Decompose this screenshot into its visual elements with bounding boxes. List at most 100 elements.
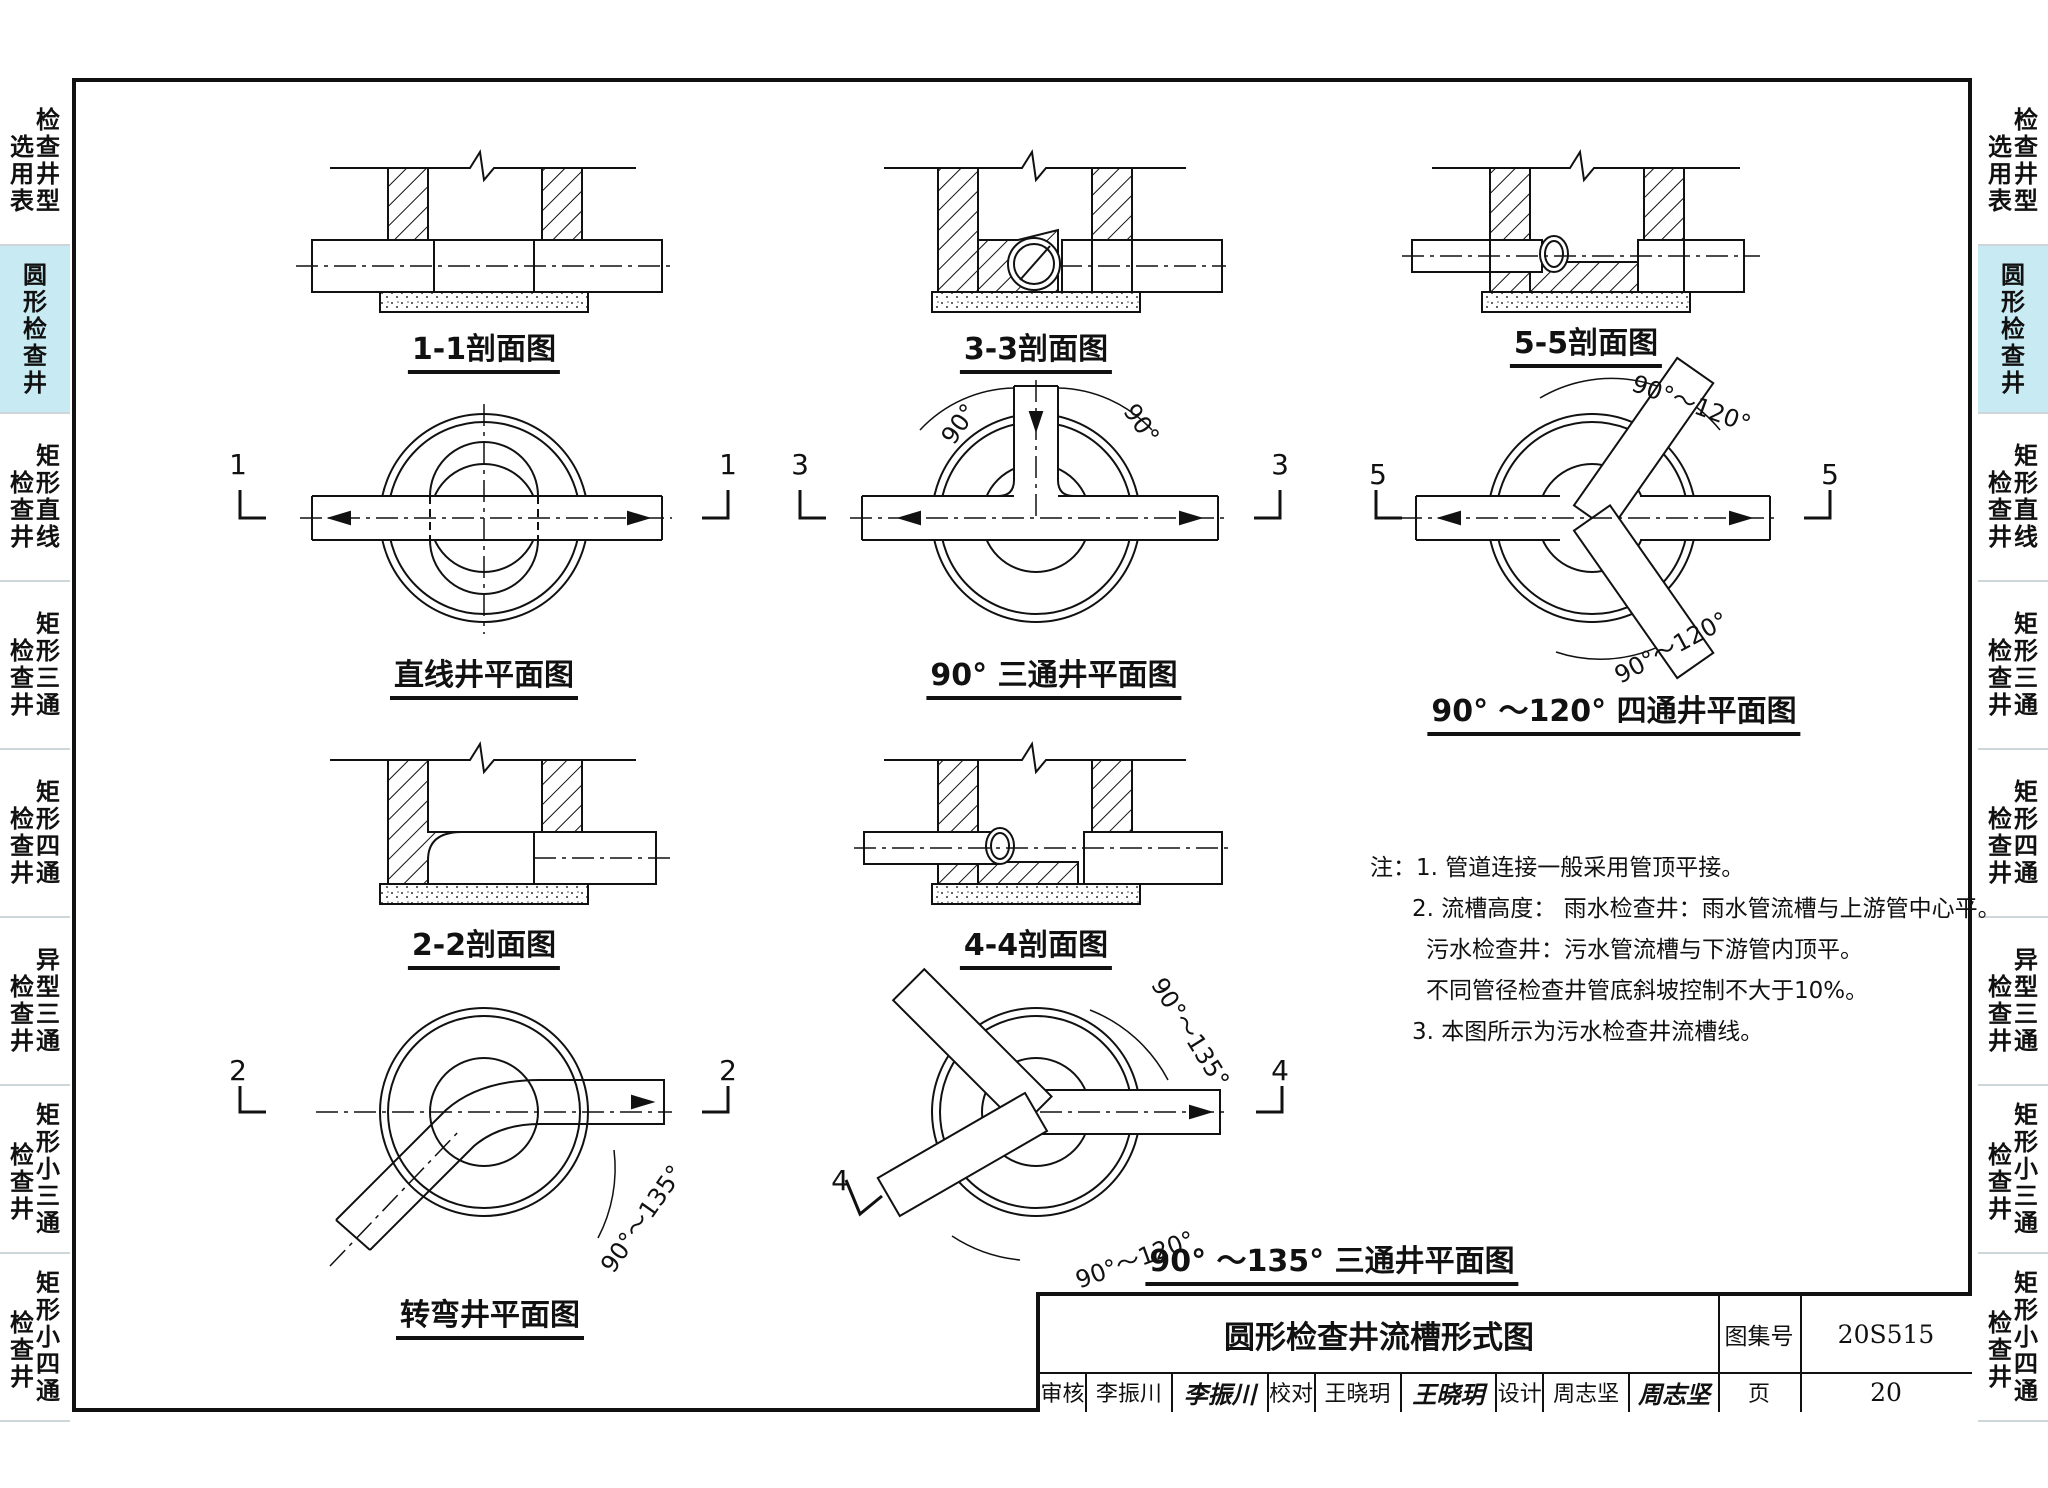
side-tab-prefix: 检查井 — [10, 636, 34, 719]
side-tab-label: 矩形小四通 — [2014, 1268, 2038, 1405]
cut-mark-4-left: 4 — [831, 1164, 849, 1197]
side-tab-1[interactable]: 选用表检查井型 — [1978, 78, 2048, 246]
side-tab-4[interactable]: 检查井矩形三通 — [1978, 582, 2048, 750]
side-tab-prefix: 检查井 — [10, 972, 34, 1055]
checker-name: 王晓玥 — [1316, 1372, 1402, 1412]
side-tab-prefix: 检查井 — [1988, 972, 2012, 1055]
side-tab-prefix: 检查井 — [1988, 1140, 2012, 1223]
side-tab-prefix: 检查井 — [1988, 1308, 2012, 1391]
side-tab-label: 矩形直线 — [2014, 442, 2038, 551]
title-section-2-2: 2-2剖面图 — [407, 920, 561, 970]
section-5-5 — [1402, 149, 1760, 313]
note-2-sub-b: 不同管径检查井管底斜坡控制不大于10%。 — [1426, 978, 1869, 1004]
side-tab-1[interactable]: 选用表检查井型 — [0, 78, 70, 246]
side-tab-6[interactable]: 检查井异型三通 — [1978, 918, 2048, 1086]
page-number: 20 — [1870, 1377, 1902, 1407]
side-tab-prefix: 检查井 — [10, 1140, 34, 1223]
side-tab-label: 矩形四通 — [36, 778, 60, 887]
side-tab-prefix: 检查井 — [1988, 804, 2012, 887]
cut-mark-4-right: 4 — [1271, 1054, 1289, 1087]
designer-signature: 周志坚 — [1638, 1379, 1711, 1409]
side-tab-label: 异型三通 — [36, 946, 60, 1055]
side-tab-label: 矩形三通 — [36, 610, 60, 719]
signature-row: 审核 李振川 李振川 校对 王晓玥 王晓玥 设计 周志坚 周志坚 — [1040, 1372, 1720, 1412]
side-tab-prefix: 选用表 — [10, 132, 34, 215]
title-plan-straight: 直线井平面图 — [390, 650, 578, 700]
section-3-3 — [884, 149, 1226, 313]
side-tab-prefix: 检查井 — [1988, 636, 2012, 719]
side-tab-prefix: 检查井 — [10, 804, 34, 887]
plan-straight — [238, 404, 730, 634]
side-tab-6[interactable]: 检查井异型三通 — [0, 918, 70, 1086]
cut-mark-5-left: 5 — [1369, 458, 1387, 491]
side-tab-label: 矩形小四通 — [36, 1268, 60, 1405]
page-label: 页 — [1718, 1372, 1802, 1412]
side-tab-3[interactable]: 检查井矩形直线 — [0, 414, 70, 582]
side-tab-prefix: 检查井 — [10, 1308, 34, 1391]
cut-mark-5-right: 5 — [1821, 458, 1839, 491]
side-tab-label: 圆形检查井 — [2001, 260, 2025, 397]
cut-mark-2-right: 2 — [719, 1054, 737, 1087]
title-section-3-3: 3-3剖面图 — [959, 324, 1113, 374]
drawing-frame — [72, 78, 1972, 1412]
atlas-number: 20S515 — [1800, 1296, 1972, 1374]
reviewer-name: 李振川 — [1087, 1372, 1173, 1412]
title-section-4-4: 4-4剖面图 — [959, 920, 1113, 970]
note-2: 2. 流槽高度： 雨水检查井：雨水管流槽与上游管中心平。 — [1412, 896, 2001, 922]
plan-tee-90 — [798, 380, 1282, 623]
side-tab-4[interactable]: 检查井矩形三通 — [0, 582, 70, 750]
side-tab-label: 矩形四通 — [2014, 778, 2038, 887]
side-tab-5[interactable]: 检查井矩形四通 — [1978, 750, 2048, 918]
cut-mark-2-left: 2 — [229, 1054, 247, 1087]
cut-mark-3-right: 3 — [1271, 448, 1289, 481]
side-tab-7[interactable]: 检查井矩形小三通 — [0, 1086, 70, 1254]
check-label: 校对 — [1269, 1372, 1316, 1412]
review-label: 审核 — [1040, 1372, 1087, 1412]
side-tab-label: 检查井型 — [36, 106, 60, 215]
cut-mark-1-left: 1 — [229, 448, 247, 481]
title-plan-cross: 90° ～120° 四通井平面图 — [1427, 686, 1801, 736]
title-block: 圆形检查井流槽形式图 图集号 20S515 审核 李振川 李振川 校对 王晓玥 … — [1036, 1292, 1972, 1412]
side-tab-label: 异型三通 — [2014, 946, 2038, 1055]
designer-name: 周志坚 — [1544, 1372, 1631, 1412]
section-2-2 — [330, 741, 672, 905]
side-tab-prefix: 选用表 — [1988, 132, 2012, 215]
left-tab-strip: 选用表检查井型圆形检查井检查井矩形直线检查井矩形三通检查井矩形四通检查井异型三通… — [0, 78, 70, 1422]
side-tab-prefix: 检查井 — [1988, 468, 2012, 551]
plan-bend — [238, 1007, 730, 1267]
note-2-sub-a: 污水检查井：污水管流槽与下游管内顶平。 — [1426, 937, 1863, 963]
title-section-1-1: 1-1剖面图 — [407, 324, 561, 374]
right-tab-strip: 选用表检查井型圆形检查井检查井矩形直线检查井矩形三通检查井矩形四通检查井异型三通… — [1978, 78, 2048, 1422]
side-tab-8[interactable]: 检查井矩形小四通 — [0, 1254, 70, 1422]
note-3: 3. 本图所示为污水检查井流槽线。 — [1412, 1019, 1764, 1045]
side-tab-label: 检查井型 — [2014, 106, 2038, 215]
drawing-title: 圆形检查井流槽形式图 — [1040, 1296, 1720, 1374]
cut-mark-1-right: 1 — [719, 448, 737, 481]
side-tab-8[interactable]: 检查井矩形小四通 — [1978, 1254, 2048, 1422]
side-tab-3[interactable]: 检查井矩形直线 — [1978, 414, 2048, 582]
side-tab-label: 矩形小三通 — [36, 1100, 60, 1237]
section-4-4 — [854, 741, 1232, 905]
side-tab-label: 矩形直线 — [36, 442, 60, 551]
side-tab-label: 圆形检查井 — [23, 260, 47, 397]
title-plan-tee90: 90° 三通井平面图 — [926, 650, 1182, 700]
side-tab-7[interactable]: 检查井矩形小三通 — [1978, 1086, 2048, 1254]
cut-mark-3-left: 3 — [791, 448, 809, 481]
side-tab-5[interactable]: 检查井矩形四通 — [0, 750, 70, 918]
side-tab-2[interactable]: 圆形检查井 — [1978, 246, 2048, 414]
section-1-1 — [296, 149, 674, 313]
plan-tee-135 — [844, 967, 1284, 1261]
title-plan-tee135: 90° ～135° 三通井平面图 — [1145, 1236, 1519, 1286]
checker-signature: 王晓玥 — [1402, 1372, 1498, 1412]
note-1: 注：1. 管道连接一般采用管顶平接。 — [1370, 855, 1745, 881]
design-label: 设计 — [1497, 1372, 1545, 1412]
title-section-5-5: 5-5剖面图 — [1509, 318, 1663, 368]
side-tab-label: 矩形三通 — [2014, 610, 2038, 719]
plan-cross — [1374, 356, 1832, 680]
atlas-label: 图集号 — [1718, 1296, 1802, 1374]
side-tab-label: 矩形小三通 — [2014, 1100, 2038, 1237]
reviewer-signature: 李振川 — [1173, 1372, 1269, 1412]
side-tab-2[interactable]: 圆形检查井 — [0, 246, 70, 414]
side-tab-prefix: 检查井 — [10, 468, 34, 551]
